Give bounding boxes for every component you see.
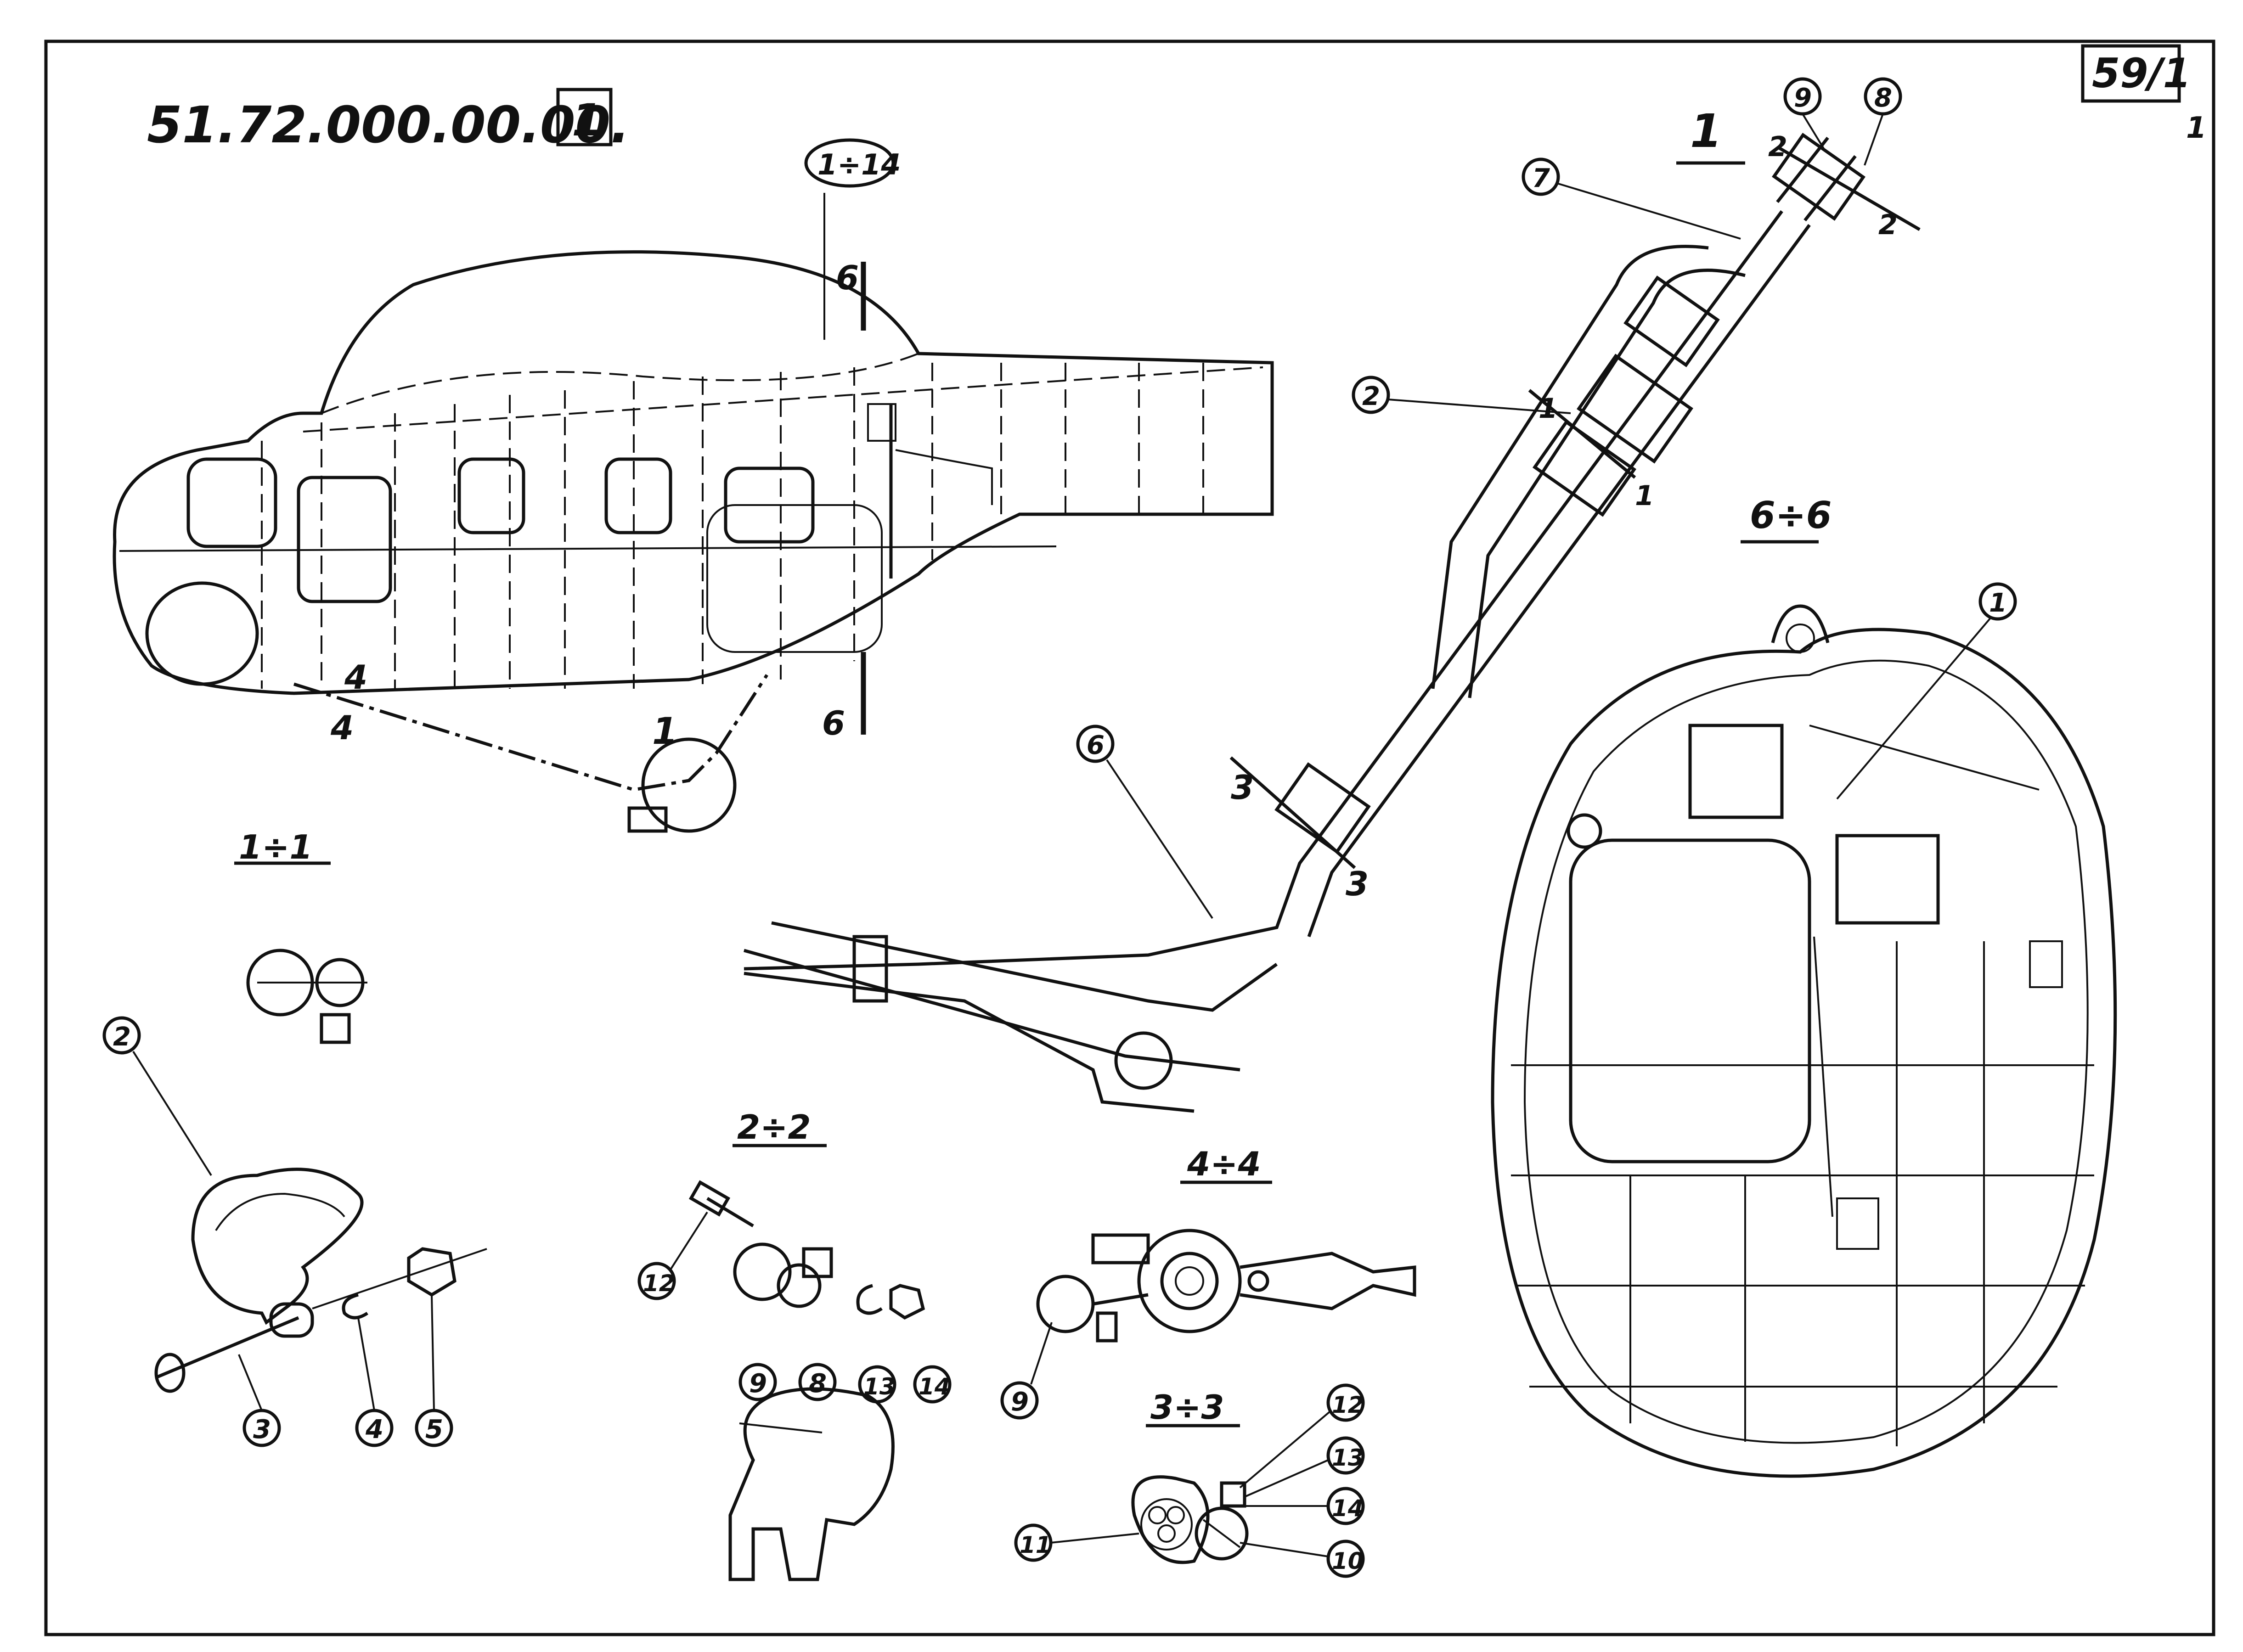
callout-14-s22: 14 <box>919 1373 951 1400</box>
section-4-4-title: 4÷4 <box>1187 1145 1261 1183</box>
detail-1-label: 1 <box>652 710 678 753</box>
callout-1-section: 1 <box>1989 588 2007 618</box>
section-3-3-title: 3÷3 <box>1150 1388 1224 1427</box>
section-1-1-title: 1÷1 <box>239 828 313 866</box>
callout-3: 3 <box>253 1415 271 1444</box>
page-number-box <box>2081 44 2181 103</box>
section-4-label-bottom: 4 <box>330 708 354 747</box>
section-4-4-view <box>1036 1229 1416 1343</box>
cockpit-window-1 <box>186 457 277 548</box>
cut-1-line <box>1528 389 1636 479</box>
door-window <box>297 476 392 603</box>
detail-1-view <box>744 133 1921 1113</box>
sheet-frame <box>44 39 2215 1636</box>
view-box-label: 1 <box>572 95 603 146</box>
callout-12-s22: 12 <box>643 1270 675 1297</box>
section-4-label-top: 4 <box>344 658 367 697</box>
detail-1-circle <box>641 737 737 833</box>
cut-2-label-b: 2 <box>1878 209 1898 241</box>
cut-3-label-b: 3 <box>1346 865 1369 903</box>
page-number: 59/1 <box>2092 50 2191 97</box>
cabin-window-1 <box>457 457 525 534</box>
callout-2-detail: 2 <box>1362 382 1380 411</box>
clamp-assembly <box>154 1168 487 1393</box>
cabin-window-2 <box>604 457 672 534</box>
callout-13-s33: 13 <box>1332 1444 1364 1471</box>
callout-8-s22: 8 <box>809 1369 827 1399</box>
callout-11: 11 <box>1020 1532 1052 1558</box>
callout-5: 5 <box>425 1415 443 1444</box>
drawing-number: 51.72.000.00.00. <box>147 96 630 154</box>
cut-2-label-a: 2 <box>1768 131 1787 163</box>
nose-window <box>145 581 259 686</box>
cut-1-label-b: 1 <box>1635 480 1654 512</box>
side-door <box>706 504 883 653</box>
section-6-label-top: 6 <box>836 258 859 297</box>
callout-7: 7 <box>1532 163 1550 193</box>
section-6-label-bottom: 6 <box>822 704 845 742</box>
callout-8-top: 8 <box>1874 83 1892 113</box>
helicopter-side-view <box>113 193 1274 833</box>
section-6-6-view <box>1491 604 2117 1478</box>
detail-1-title: 1 <box>1690 104 1722 158</box>
callout-6: 6 <box>1087 730 1105 760</box>
overall-callout: 1÷14 <box>817 148 901 181</box>
section-3-3-view <box>1131 1475 1249 1564</box>
cut-3-line <box>1229 756 1356 869</box>
section-1-1-view <box>246 949 367 1044</box>
page-subnumber: 1 <box>2186 111 2207 145</box>
section-2-2-view <box>688 1180 925 1581</box>
callout-13-s22: 13 <box>863 1373 896 1400</box>
callout-9-s44: 9 <box>1011 1387 1029 1417</box>
cut-3-label-a: 3 <box>1231 768 1254 807</box>
callout-2-clamp: 2 <box>113 1022 131 1052</box>
callout-14-s33: 14 <box>1332 1495 1364 1522</box>
overall-callout-oval <box>804 138 895 188</box>
section-6-6-title: 6÷6 <box>1750 494 1832 537</box>
section-2-2-title: 2÷2 <box>737 1108 811 1146</box>
cut-2-line <box>1776 145 1921 231</box>
callout-4: 4 <box>365 1415 383 1444</box>
callout-9-s22: 9 <box>749 1369 767 1399</box>
cut-1-label-a: 1 <box>1539 393 1558 425</box>
view-box <box>556 88 613 146</box>
callout-10: 10 <box>1332 1548 1364 1574</box>
callout-9-top: 9 <box>1794 83 1812 113</box>
callout-12-s33: 12 <box>1332 1392 1364 1418</box>
